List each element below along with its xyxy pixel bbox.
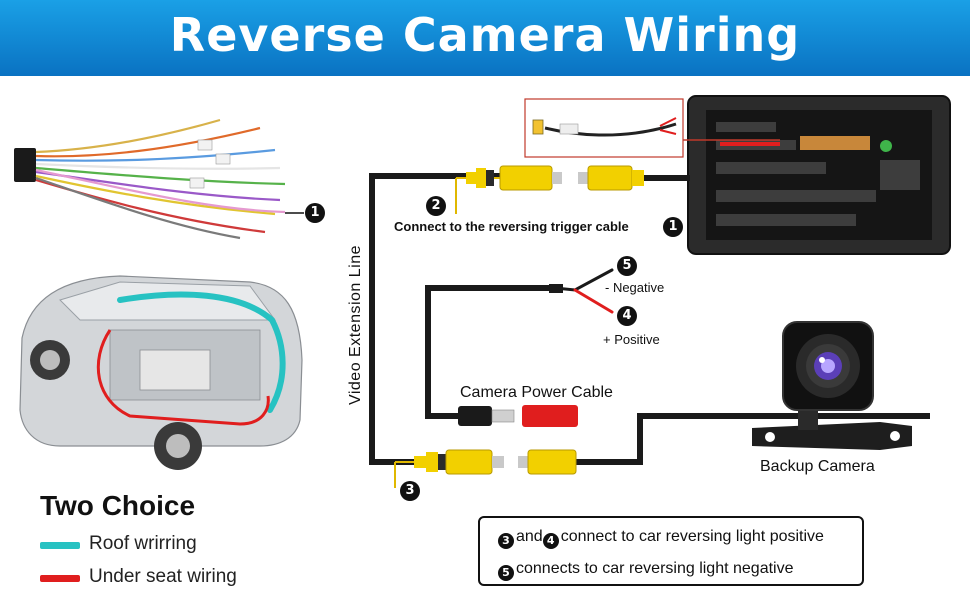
marker-2: 2 [426,196,446,216]
harness-illustration [14,118,304,240]
note-and: and [516,528,543,545]
legend-item-roof: Roof wrirring [89,533,197,554]
marker-4: 4 [617,306,637,326]
note-text-2: connects to car reversing light negative [516,560,794,577]
power-split [553,268,614,314]
trigger-cable-inset [524,98,780,158]
rca-connector-bottom [414,449,577,475]
note-marker-3: 3 [498,533,514,549]
camera-power-cable-label: Camera Power Cable [460,384,613,401]
marker-1-harness: 1 [305,203,325,223]
marker-1-trigger: 1 [663,217,683,237]
rca-connector-top [466,165,644,191]
video-extension-line-label: Video Extension Line [347,244,364,406]
backup-camera-label: Backup Camera [760,458,875,475]
head-unit-illustration [687,95,951,255]
power-connectors [458,405,578,427]
negative-label: - Negative [605,280,665,295]
legend-swatch-roof [40,542,80,549]
legend-title: Two Choice [40,490,196,521]
note-marker-4: 4 [542,533,559,549]
car-illustration [19,275,303,470]
note-marker-5: 5 [498,565,514,581]
legend-swatch-under-seat [40,575,80,582]
title-banner: Reverse Camera Wiring [0,0,970,76]
note-text-1: connect to car reversing light positive [560,528,824,545]
positive-label: + Positive [603,332,660,347]
trigger-cable-label: Connect to the reversing trigger cable [394,219,629,234]
wires [369,173,930,465]
page-title: Reverse Camera Wiring [169,8,801,62]
backup-camera-illustration [752,321,912,450]
marker-3: 3 [400,481,420,501]
marker-5: 5 [617,256,637,276]
legend-item-under-seat: Under seat wiring [89,566,237,587]
